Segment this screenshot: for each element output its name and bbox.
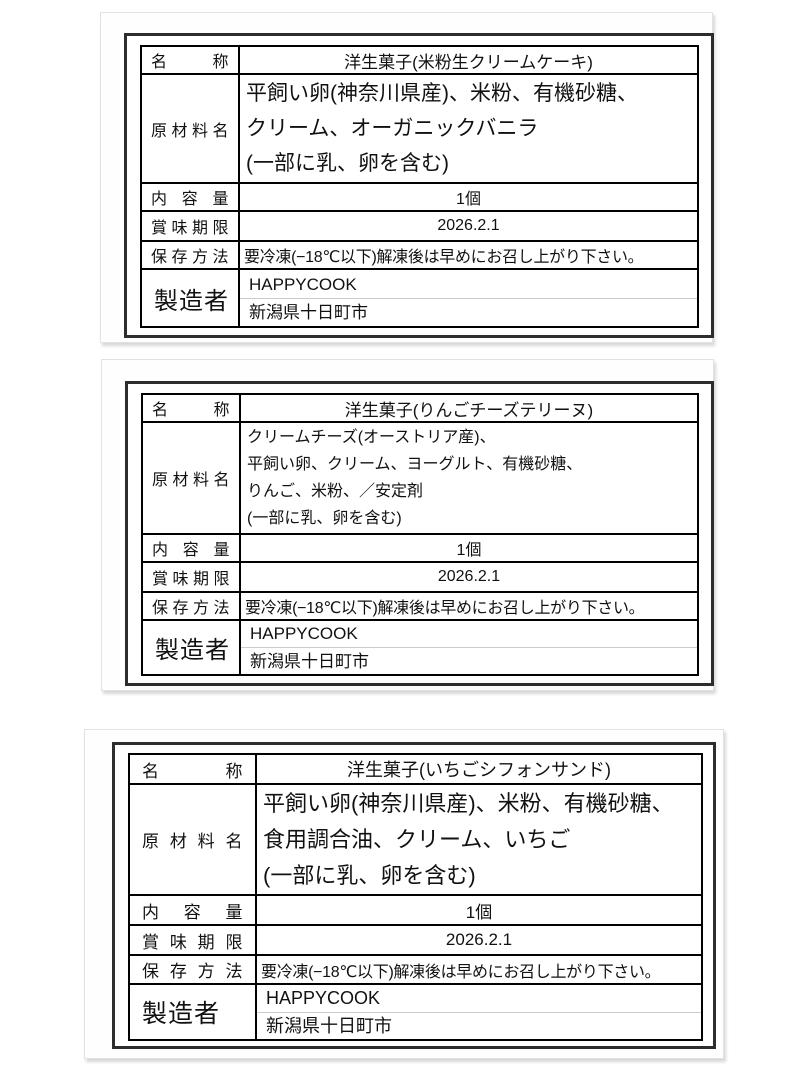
expiry-label-cell: 賞味期限 — [142, 212, 240, 240]
amount-value: 1個 — [456, 191, 481, 208]
name-value: 洋生菓子(いちごシフォンサンド) — [347, 760, 611, 780]
ingredients-label: 原材料名 — [142, 832, 243, 851]
row-storage: 保存方法 要冷凍(−18℃以下)解凍後は早めにお召し上がり下さい。 — [143, 593, 697, 621]
ingredients-label: 原材料名 — [152, 472, 230, 489]
label-table: 名称 洋生菓子(りんごチーズテリーヌ) 原材料名 クリームチーズ(オーストリア産… — [141, 393, 699, 676]
row-maker: 製造者 HAPPYCOOK 新潟県十日町市 — [142, 270, 697, 326]
row-amount: 内容量 1個 — [130, 896, 701, 926]
storage-label: 保存方法 — [151, 249, 229, 266]
amount-label: 内容量 — [142, 902, 243, 922]
row-expiry: 賞味期限 2026.2.1 — [143, 563, 697, 593]
maker-address: 新潟県十日町市 — [257, 1011, 701, 1040]
row-name: 名称 洋生菓子(いちごシフォンサンド) — [130, 755, 701, 785]
expiry-label: 賞味期限 — [142, 932, 243, 952]
ingredients-value: 平飼い卵(神奈川県産)、米粉、有機砂糖、 食用調合油、クリーム、いちご (一部に… — [257, 785, 701, 894]
ingredients-line: クリーム、オーガニックバニラ — [246, 117, 539, 140]
label-frame: 名称 洋生菓子(いちごシフォンサンド) 原材料名 平飼い卵(神奈川県産)、米粉、… — [112, 742, 716, 1049]
ingredients-label-cell: 原材料名 — [130, 785, 257, 894]
storage-label-cell: 保存方法 — [143, 593, 241, 619]
storage-label-cell: 保存方法 — [130, 956, 257, 983]
ingredients-line: (一部に乳、卵を含む) — [247, 510, 402, 527]
expiry-label: 賞味期限 — [152, 571, 230, 588]
row-ingredients: 原材料名 クリームチーズ(オーストリア産)、 平飼い卵、クリーム、ヨーグルト、有… — [143, 423, 697, 535]
label-card-2: 名称 洋生菓子(りんごチーズテリーヌ) 原材料名 クリームチーズ(オーストリア産… — [101, 359, 714, 691]
row-amount: 内容量 1個 — [142, 184, 697, 212]
amount-label: 内容量 — [151, 191, 229, 208]
maker-label: 製造者 — [143, 621, 241, 674]
ingredients-value: クリームチーズ(オーストリア産)、 平飼い卵、クリーム、ヨーグルト、有機砂糖、 … — [241, 423, 697, 533]
name-label-cell: 名称 — [130, 755, 257, 783]
name-value: 洋生菓子(米粉生クリームケーキ) — [344, 52, 593, 72]
ingredients-label-cell: 原材料名 — [143, 423, 241, 533]
name-label: 名称 — [152, 402, 230, 419]
amount-label-cell: 内容量 — [130, 896, 257, 924]
ingredients-value: 平飼い卵(神奈川県産)、米粉、有機砂糖、 クリーム、オーガニックバニラ (一部に… — [240, 75, 697, 182]
maker-label: 製造者 — [130, 985, 257, 1039]
row-name: 名称 洋生菓子(米粉生クリームケーキ) — [142, 47, 697, 75]
expiry-value: 2026.2.1 — [437, 217, 500, 234]
row-maker: 製造者 HAPPYCOOK 新潟県十日町市 — [130, 985, 701, 1039]
expiry-value: 2026.2.1 — [445, 930, 513, 949]
storage-value: 要冷凍(−18℃以下)解凍後は早めにお召し上がり下さい。 — [261, 963, 661, 981]
storage-label: 保存方法 — [142, 962, 243, 981]
label-table: 名称 洋生菓子(いちごシフォンサンド) 原材料名 平飼い卵(神奈川県産)、米粉、… — [128, 753, 703, 1041]
amount-label-cell: 内容量 — [143, 535, 241, 561]
name-value: 洋生菓子(りんごチーズテリーヌ) — [344, 400, 594, 420]
storage-value: 要冷凍(−18℃以下)解凍後は早めにお召し上がり下さい。 — [245, 600, 645, 617]
name-label-cell: 名称 — [143, 395, 241, 421]
row-expiry: 賞味期限 2026.2.1 — [142, 212, 697, 242]
maker-value: HAPPYCOOK 新潟県十日町市 — [240, 270, 697, 326]
maker-name: HAPPYCOOK — [250, 624, 358, 643]
maker-address: 新潟県十日町市 — [241, 647, 697, 675]
row-amount: 内容量 1個 — [143, 535, 697, 563]
label-frame: 名称 洋生菓子(りんごチーズテリーヌ) 原材料名 クリームチーズ(オーストリア産… — [125, 381, 714, 686]
name-label: 名称 — [151, 54, 229, 71]
ingredients-line: りんご、米粉、／安定剤 — [247, 483, 424, 500]
amount-label-cell: 内容量 — [142, 184, 240, 210]
ingredients-line: 平飼い卵(神奈川県産)、米粉、有機砂糖、 — [246, 82, 638, 105]
name-label-cell: 名称 — [142, 47, 240, 73]
row-ingredients: 原材料名 平飼い卵(神奈川県産)、米粉、有機砂糖、 クリーム、オーガニックバニラ… — [142, 75, 697, 184]
ingredients-line: 食用調合油、クリーム、いちご — [263, 826, 571, 852]
maker-name: HAPPYCOOK — [266, 987, 381, 1008]
label-card-3: 名称 洋生菓子(いちごシフォンサンド) 原材料名 平飼い卵(神奈川県産)、米粉、… — [84, 729, 724, 1059]
row-storage: 保存方法 要冷凍(−18℃以下)解凍後は早めにお召し上がり下さい。 — [142, 242, 697, 270]
ingredients-line: (一部に乳、卵を含む) — [263, 862, 476, 888]
ingredients-line: クリームチーズ(オーストリア産)、 — [247, 429, 496, 446]
row-expiry: 賞味期限 2026.2.1 — [130, 926, 701, 956]
storage-label: 保存方法 — [152, 600, 230, 617]
ingredients-line: 平飼い卵、クリーム、ヨーグルト、有機砂糖、 — [247, 456, 583, 473]
maker-value: HAPPYCOOK 新潟県十日町市 — [257, 985, 701, 1039]
expiry-value: 2026.2.1 — [437, 568, 501, 585]
row-maker: 製造者 HAPPYCOOK 新潟県十日町市 — [143, 621, 697, 674]
row-name: 名称 洋生菓子(りんごチーズテリーヌ) — [143, 395, 697, 423]
name-label: 名称 — [142, 761, 243, 781]
expiry-label-cell: 賞味期限 — [130, 926, 257, 954]
storage-value: 要冷凍(−18℃以下)解凍後は早めにお召し上がり下さい。 — [244, 249, 644, 266]
amount-value: 1個 — [465, 902, 493, 922]
expiry-label-cell: 賞味期限 — [143, 563, 241, 591]
amount-label: 内容量 — [152, 542, 230, 559]
expiry-label: 賞味期限 — [151, 220, 229, 237]
ingredients-line: 平飼い卵(神奈川県産)、米粉、有機砂糖、 — [263, 790, 674, 816]
ingredients-line: (一部に乳、卵を含む) — [246, 152, 449, 175]
row-ingredients: 原材料名 平飼い卵(神奈川県産)、米粉、有機砂糖、 食用調合油、クリーム、いちご… — [130, 785, 701, 896]
label-card-1: 名称 洋生菓子(米粉生クリームケーキ) 原材料名 平飼い卵(神奈川県産)、米粉、… — [100, 12, 714, 343]
label-table: 名称 洋生菓子(米粉生クリームケーキ) 原材料名 平飼い卵(神奈川県産)、米粉、… — [140, 45, 699, 328]
ingredients-label-cell: 原材料名 — [142, 75, 240, 182]
amount-value: 1個 — [456, 542, 482, 559]
storage-label-cell: 保存方法 — [142, 242, 240, 268]
maker-name: HAPPYCOOK — [249, 274, 357, 294]
maker-value: HAPPYCOOK 新潟県十日町市 — [241, 621, 697, 674]
maker-label: 製造者 — [142, 270, 240, 326]
maker-address: 新潟県十日町市 — [240, 297, 697, 326]
row-storage: 保存方法 要冷凍(−18℃以下)解凍後は早めにお召し上がり下さい。 — [130, 956, 701, 985]
label-frame: 名称 洋生菓子(米粉生クリームケーキ) 原材料名 平飼い卵(神奈川県産)、米粉、… — [124, 33, 714, 338]
ingredients-label: 原材料名 — [151, 122, 229, 140]
